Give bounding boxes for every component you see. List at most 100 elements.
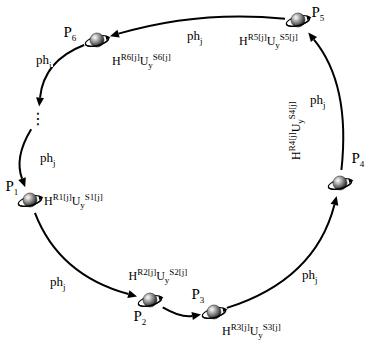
photon-label: phj [49,275,67,289]
subscript: j [315,275,318,285]
operator-label: HR5[j]UyS5[j] [239,35,298,48]
text-run: H [112,54,121,68]
arrowhead [18,177,25,187]
text-run: H [129,269,138,283]
subscript: 1 [14,187,19,197]
operator-label: HR3[j]UyS3[j] [222,325,281,338]
spin-loop-front [328,181,351,189]
spin-arrowhead [223,308,228,312]
text-run: U [288,123,302,132]
particle-node: P5HR5[j]UyS5[j] [287,9,309,31]
cycle-arrow [35,213,137,298]
operator-label: HR6[j]UyS6[j] [112,55,171,68]
subscript: 6 [72,33,77,43]
spin-arrowhead [307,16,312,20]
superscript: S5[j] [280,32,298,42]
text-run: U [140,54,149,68]
subscript: 4 [360,159,365,169]
cycle-arrow [308,33,343,170]
particle-ball [333,176,347,190]
arrow-line [227,205,335,308]
subscript: 3 [200,295,205,305]
ellipsis-mark: ⋮ [30,109,46,128]
particle-sphere [86,29,108,51]
particle-ball [143,293,157,307]
text-run: H [44,194,53,208]
superscript: R2[j] [137,267,156,277]
cycle-arrow [163,307,201,320]
superscript: S3[j] [263,322,281,332]
particle-sphere [203,301,225,323]
arrow-line [163,307,192,316]
text-run: P [6,178,14,194]
subscript: 2 [142,317,147,327]
subscript: y [275,40,280,50]
text-run: P [352,150,360,166]
superscript: S1[j] [85,192,103,202]
subscript: y [295,119,305,124]
particle-node: P6HR6[j]UyS6[j] [86,29,108,51]
arrowhead [36,97,44,106]
text-run: ph [310,92,323,107]
spin-loop-front [18,198,41,206]
subscript: y [80,200,85,210]
superscript: R5[j] [248,32,267,42]
text-run: P [312,4,320,20]
operator-label: HR2[j]UyS2[j] [129,270,188,283]
text-run: ph [187,28,200,43]
spin-loop-back [285,14,311,29]
subscript: y [165,275,170,285]
particle-ball [90,33,104,47]
arrowhead [331,196,339,206]
text-run: U [72,194,81,208]
text-run: U [250,324,259,338]
particle-node: P3HR3[j]UyS3[j] [203,301,225,323]
text-run: H [288,151,302,160]
particle-ball [23,193,37,207]
arrowhead [127,290,137,298]
photon-label: phj [309,93,327,107]
ellipsis-node: ⋮ [30,109,46,128]
particle-name: P2 [134,308,147,325]
text-run: P [64,24,72,40]
cycle-arrow [36,45,84,107]
superscript: S4[j] [286,101,296,119]
text-run: U [267,34,276,48]
particle-name: P5 [312,4,325,21]
spin-arrowhead [159,296,164,300]
cycle-arrow [18,129,31,187]
arrowhead [110,30,120,38]
subscript: j [200,36,203,46]
text-run: P [192,286,200,302]
text-run: ph [50,274,63,289]
text-run: H [239,34,248,48]
particle-name: P1 [6,178,19,195]
subscript: j [53,158,56,168]
spin-loop-front [138,298,161,306]
photon-label: phj [301,268,319,282]
subscript: j [49,60,52,70]
spin-loop-back [327,177,353,192]
spin-arrowhead [39,196,44,200]
text-run: ph [36,52,49,67]
text-run: ph [40,150,53,165]
particle-name: P3 [192,286,205,303]
text-run: ⋮ [30,109,46,128]
subscript: y [148,60,153,70]
particle-sphere [19,189,41,211]
particle-sphere [329,172,351,194]
superscript: S2[j] [169,267,187,277]
text-run: P [134,308,142,324]
spin-loop-back [137,294,163,309]
particle-ball [207,305,221,319]
superscript: R4[j] [286,132,296,151]
particle-name: P6 [64,24,77,41]
text-run: ph [302,267,315,282]
spin-loop-front [202,310,225,318]
arrow-line [20,129,32,178]
photon-label: phj [35,53,53,67]
spin-loop-front [85,38,108,46]
particle-ball [291,13,305,27]
